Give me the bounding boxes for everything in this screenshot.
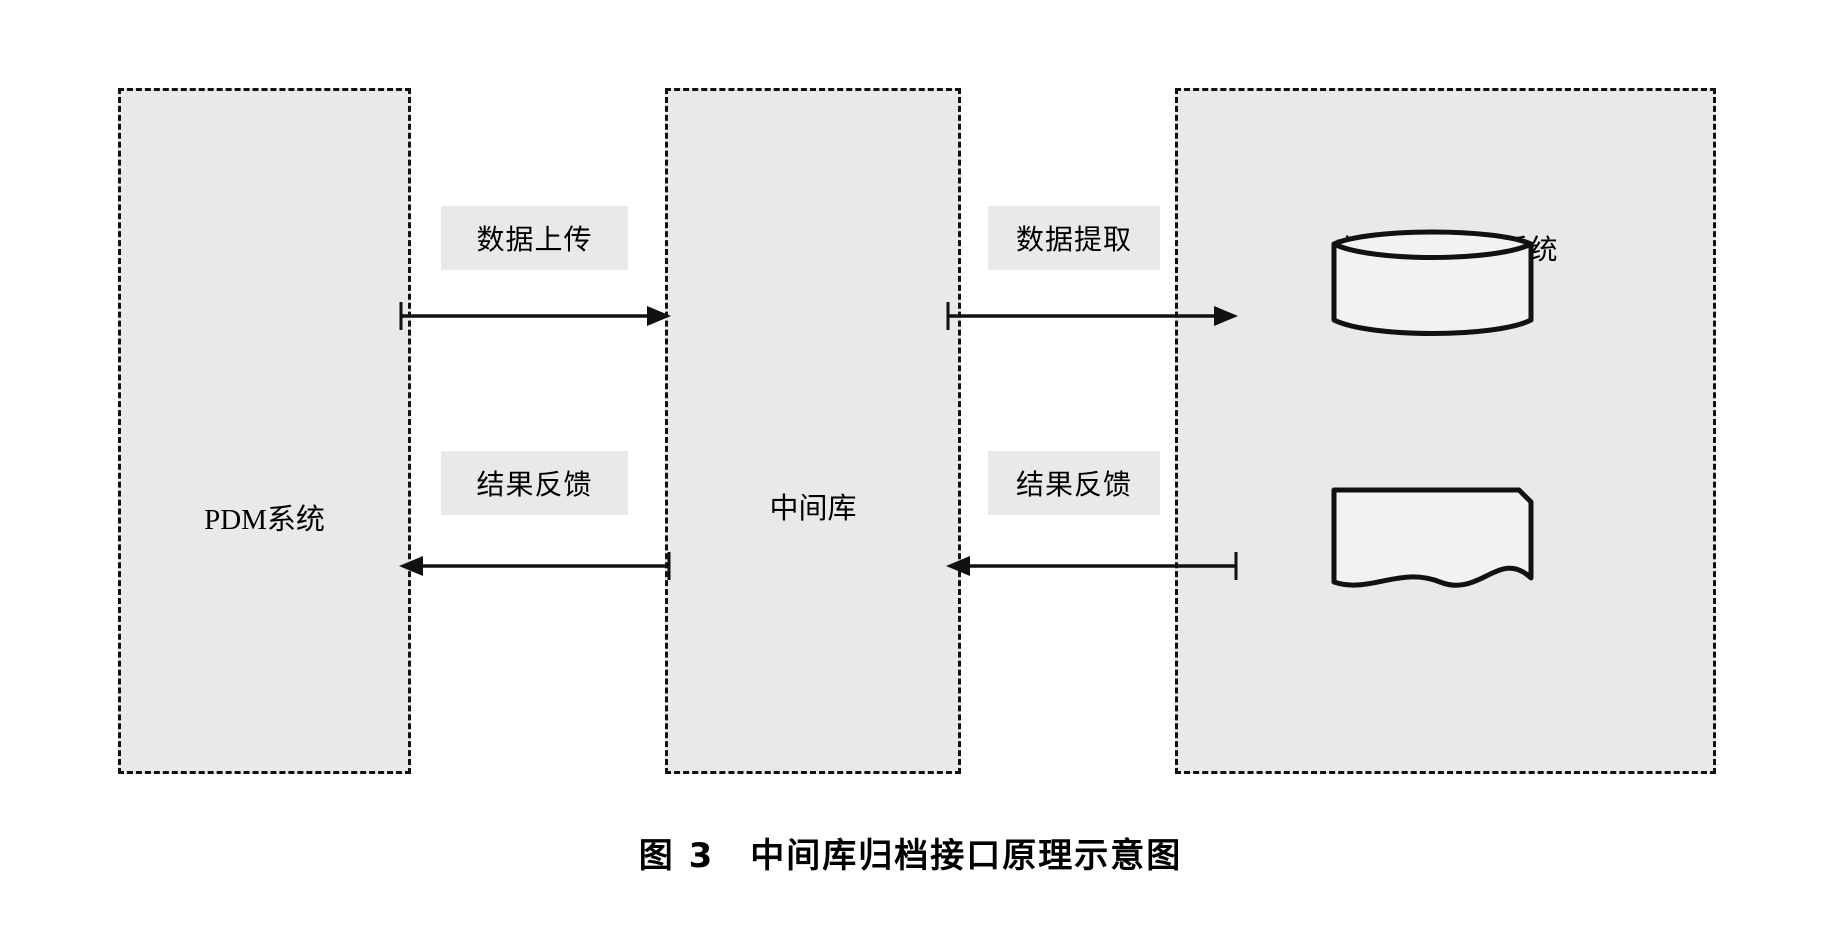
flow-label-data-extract: 数据提取: [988, 206, 1160, 270]
figure-caption: 图 3 中间库归档接口原理示意图: [638, 836, 1183, 876]
panel-pdm-system-label: PDM系统: [204, 504, 325, 536]
file-server-icon: [1331, 487, 1534, 588]
database-cylinder-shape: 数据库: [1330, 228, 1535, 547]
panel-intermediate-library-label: 中间库: [769, 493, 857, 525]
flow-label-result-feedback-right: 结果反馈: [988, 451, 1160, 515]
panel-archive-system: 电子档案管理系统: [1175, 88, 1716, 774]
panel-pdm-system: PDM系统: [118, 88, 411, 774]
arrow-middle-to-pdm: [399, 552, 671, 580]
flow-label-result-feedback-left: 结果反馈: [441, 451, 628, 515]
file-server-shape: 文件服务器: [1330, 486, 1535, 596]
arrow-archive-to-middle: [946, 552, 1238, 580]
arrow-pdm-to-middle: [399, 302, 671, 330]
arrow-middle-to-archive: [946, 302, 1238, 330]
database-icon: [1331, 229, 1534, 336]
panel-intermediate-library: 中间库: [665, 88, 961, 774]
flow-label-data-upload: 数据上传: [441, 206, 628, 270]
